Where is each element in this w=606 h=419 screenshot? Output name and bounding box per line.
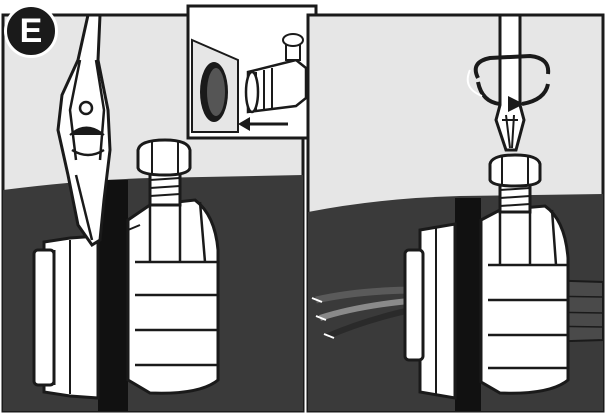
screwdriver-icon — [496, 15, 524, 150]
connector-insertion-inset — [188, 6, 316, 138]
locknut-icon — [34, 236, 98, 398]
step-badge: E — [4, 4, 58, 58]
step-letter: E — [20, 12, 43, 51]
tighten-clamp-screw-panel — [308, 15, 603, 411]
